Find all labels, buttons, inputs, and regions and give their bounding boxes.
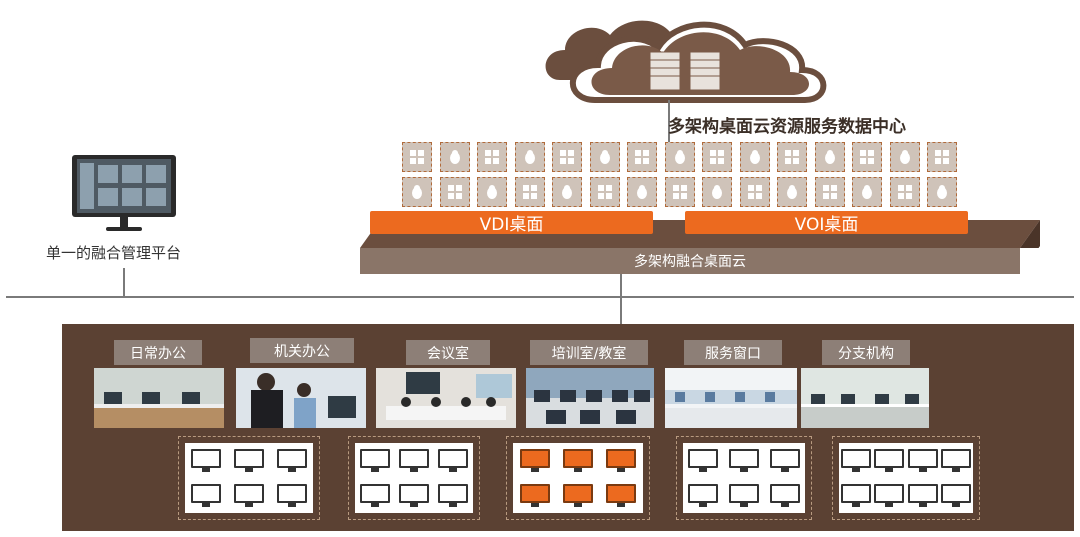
linux-logo-icon [665, 142, 695, 172]
cloud-title: 多架构桌面云资源服务数据中心 [668, 112, 906, 137]
windows-logo-icon [927, 142, 957, 172]
terminal-monitor-icon [688, 449, 718, 468]
fusion-desktop-cloud-platform: 多架构融合桌面云 [360, 248, 1020, 274]
linux-logo-icon [890, 142, 920, 172]
linux-logo-icon [777, 177, 807, 207]
terminal-monitor-icon [234, 484, 264, 503]
platform-connector-line [620, 274, 622, 324]
terminals-branch-office [832, 436, 980, 520]
voi-desktop-bar: VOI桌面 [685, 211, 968, 234]
linux-logo-icon [590, 142, 620, 172]
scene-label-training-room: 培训室/教室 [530, 340, 648, 365]
linux-logo-icon [815, 142, 845, 172]
terminal-monitor-icon [520, 484, 550, 503]
scene-label-branch-office: 分支机构 [822, 340, 910, 365]
windows-logo-icon [777, 142, 807, 172]
terminal-group [513, 443, 643, 513]
terminals-service-window [676, 436, 812, 520]
windows-logo-icon [740, 177, 770, 207]
terminal-monitor-icon [908, 449, 938, 468]
terminal-monitor-icon [234, 449, 264, 468]
training-room-photo [526, 368, 654, 428]
linux-logo-icon [515, 142, 545, 172]
terminal-monitor-icon [399, 449, 429, 468]
terminal-monitor-icon [563, 449, 593, 468]
vdi-desktop-bar: VDI桌面 [370, 211, 653, 234]
service-window-photo [665, 368, 797, 428]
management-monitor-icon [72, 155, 176, 235]
terminal-group [355, 443, 473, 513]
linux-logo-icon [552, 177, 582, 207]
terminal-monitor-icon [770, 484, 800, 503]
windows-logo-icon [515, 177, 545, 207]
terminal-monitor-icon [191, 449, 221, 468]
linux-logo-icon [852, 177, 882, 207]
windows-logo-icon [440, 177, 470, 207]
terminal-monitor-icon [841, 449, 871, 468]
linux-logo-icon [740, 142, 770, 172]
terminal-monitor-icon [399, 484, 429, 503]
linux-logo-icon [477, 177, 507, 207]
linux-logo-icon [440, 142, 470, 172]
government-office-photo [236, 368, 366, 428]
management-platform-label: 单一的融合管理平台 [46, 242, 181, 263]
terminal-group [839, 443, 973, 513]
terminal-monitor-icon [563, 484, 593, 503]
linux-logo-icon [402, 177, 432, 207]
windows-logo-icon [552, 142, 582, 172]
terminal-monitor-icon [606, 449, 636, 468]
windows-logo-icon [665, 177, 695, 207]
terminal-monitor-icon [874, 484, 904, 503]
linux-logo-icon [927, 177, 957, 207]
terminal-monitor-icon [841, 484, 871, 503]
daily-office-photo [94, 368, 224, 428]
terminal-group [185, 443, 313, 513]
management-connector-line [123, 268, 125, 296]
scene-label-daily-office: 日常办公 [114, 340, 202, 365]
terminal-monitor-icon [191, 484, 221, 503]
windows-logo-icon [702, 142, 732, 172]
scene-label-service-window: 服务窗口 [684, 340, 782, 365]
terminals-government-office [348, 436, 480, 520]
terminal-monitor-icon [688, 484, 718, 503]
windows-logo-icon [852, 142, 882, 172]
terminal-monitor-icon [438, 484, 468, 503]
cloud-datacenter-icon [540, 10, 840, 110]
terminal-monitor-icon [874, 449, 904, 468]
windows-logo-icon [477, 142, 507, 172]
scene-label-meeting-room: 会议室 [406, 340, 490, 365]
terminal-monitor-icon [941, 484, 971, 503]
terminal-monitor-icon [277, 484, 307, 503]
linux-logo-icon [627, 177, 657, 207]
terminal-monitor-icon [520, 449, 550, 468]
terminal-monitor-icon [438, 449, 468, 468]
terminal-monitor-icon [360, 449, 390, 468]
windows-logo-icon [402, 142, 432, 172]
windows-logo-icon [890, 177, 920, 207]
terminal-monitor-icon [729, 484, 759, 503]
branch-office-photo [801, 368, 929, 428]
terminal-monitor-icon [729, 449, 759, 468]
terminal-monitor-icon [770, 449, 800, 468]
meeting-room-photo [376, 368, 516, 428]
windows-logo-icon [627, 142, 657, 172]
scene-label-government-office: 机关办公 [250, 338, 354, 363]
network-bus-line [6, 296, 1074, 298]
windows-logo-icon [815, 177, 845, 207]
terminals-daily-office [178, 436, 320, 520]
linux-logo-icon [702, 177, 732, 207]
terminal-group [683, 443, 805, 513]
terminal-monitor-icon [360, 484, 390, 503]
terminals-training-room [506, 436, 650, 520]
terminal-monitor-icon [277, 449, 307, 468]
terminal-monitor-icon [941, 449, 971, 468]
windows-logo-icon [590, 177, 620, 207]
terminal-monitor-icon [606, 484, 636, 503]
terminal-monitor-icon [908, 484, 938, 503]
